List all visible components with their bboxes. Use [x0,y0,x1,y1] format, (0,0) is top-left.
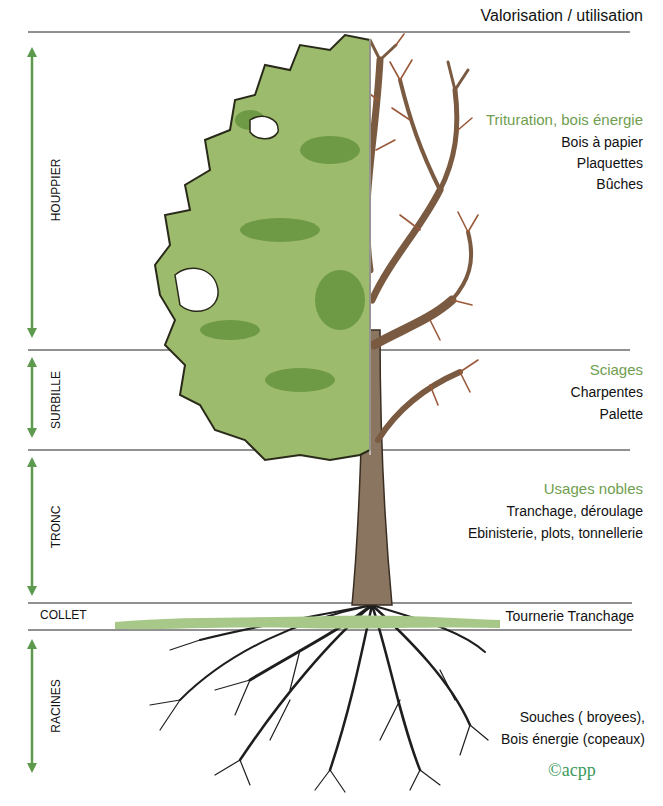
roots [150,605,488,792]
use-item: Bûches [596,176,643,192]
use-item: Bois énergie (copeaux) [501,731,645,747]
copyright-watermark: ©acpp [548,760,596,781]
zone-label: TRONC [50,506,64,549]
use-item: Palette [599,406,643,422]
header-title: Valorisation / utilisation [481,7,643,25]
zone-label: SURBILLE [50,371,64,429]
extent-arrows [31,52,34,768]
use-item: Tranchage, déroulage [507,503,643,519]
canopy [155,35,370,460]
zone-label: COLLET [40,609,87,623]
branches [367,40,472,440]
split-line [370,38,371,455]
use-item: Tournerie Tranchage [506,608,634,624]
use-item: Ebinisterie, plots, tonnellerie [468,525,643,541]
collet-band [115,615,500,629]
use-item: Plaquettes [577,155,643,171]
zone-label: RACINES [50,679,64,732]
canopy-gaps [175,116,278,311]
twigs [362,34,478,405]
use-heading: Sciages [590,361,643,378]
use-item: Bois à papier [561,134,643,150]
use-heading: Trituration, bois énergie [486,111,643,128]
use-item: Charpentes [571,384,643,400]
use-item: Souches ( broyees), [520,709,645,725]
use-heading: Usages nobles [544,480,643,497]
canopy-shading [200,110,365,392]
zone-label: HOUPPIER [50,159,64,222]
